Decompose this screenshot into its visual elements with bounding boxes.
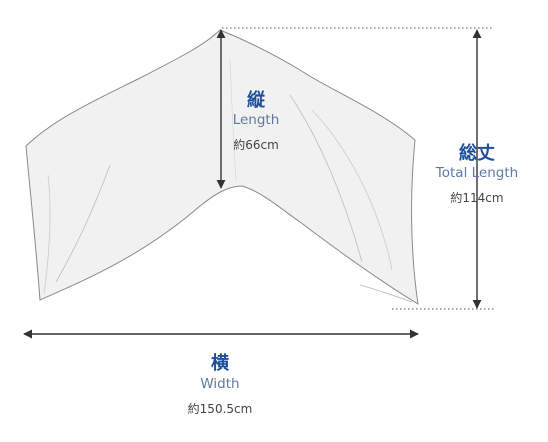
poncho-outline [25,29,419,305]
total-length-value: 約114cm [450,191,504,205]
total-length-label-jp: 総丈 [459,143,495,164]
fold-line-right-2 [311,109,393,271]
fold-line-right-1 [289,94,363,263]
width-value: 約150.5cm [187,402,253,416]
total-length-label-en: Total Length [435,165,519,181]
fold-line-right-3 [359,284,413,303]
length-label-en: Length [232,112,280,128]
width-label-en: Width [200,376,240,392]
length-label-jp: 縦 [247,90,265,111]
length-value: 約66cm [233,138,279,152]
fold-line-left-1 [55,164,111,283]
width-label-jp: 横 [211,353,229,374]
fold-line-left-2 [43,174,51,295]
fold-line-center [229,59,237,181]
